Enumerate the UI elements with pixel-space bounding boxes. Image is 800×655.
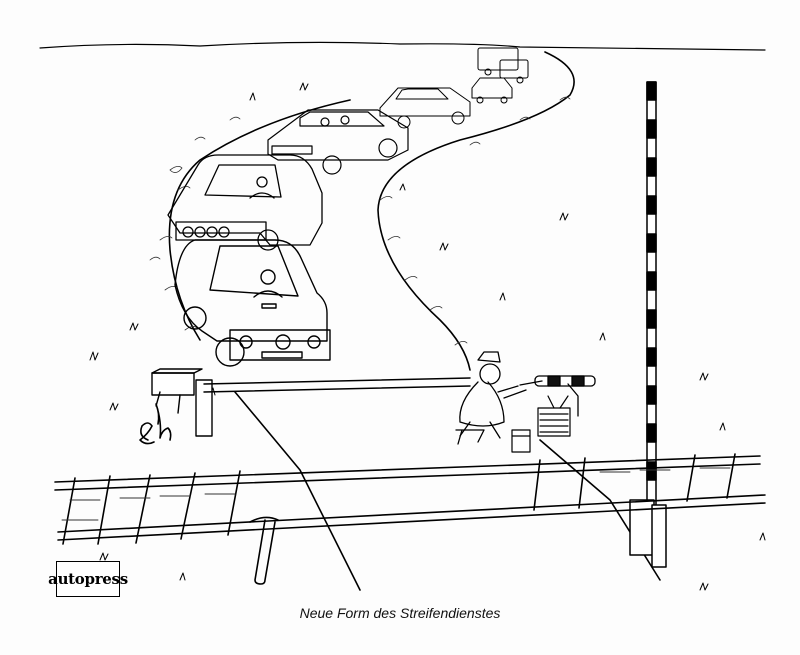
publisher-logo: autopress — [48, 561, 128, 597]
grass-verge-left — [149, 116, 241, 331]
barrier-post-left — [151, 368, 213, 437]
track-sleepers — [61, 467, 731, 521]
transistor-radio — [537, 395, 571, 437]
cartoon-caption: Neue Form des Streifendienstes — [299, 605, 501, 621]
paint-pot — [511, 429, 531, 453]
grass-verge-right — [379, 96, 571, 346]
queued-sedan — [267, 109, 409, 175]
front-vw-golf — [174, 239, 331, 367]
distant-truck — [477, 47, 529, 84]
grass-tufts — [89, 82, 766, 591]
road — [168, 51, 661, 591]
railway-worker-painting — [455, 351, 543, 445]
artist-signature-mark — [139, 403, 172, 445]
railway-tracks — [54, 453, 766, 585]
distant-car-1 — [471, 77, 513, 104]
barrier-arm-main — [203, 377, 471, 393]
horizon-line — [39, 41, 766, 51]
striped-signal-pole — [629, 81, 667, 568]
barrier-arm-end — [534, 375, 596, 417]
distant-car-2 — [379, 87, 471, 129]
